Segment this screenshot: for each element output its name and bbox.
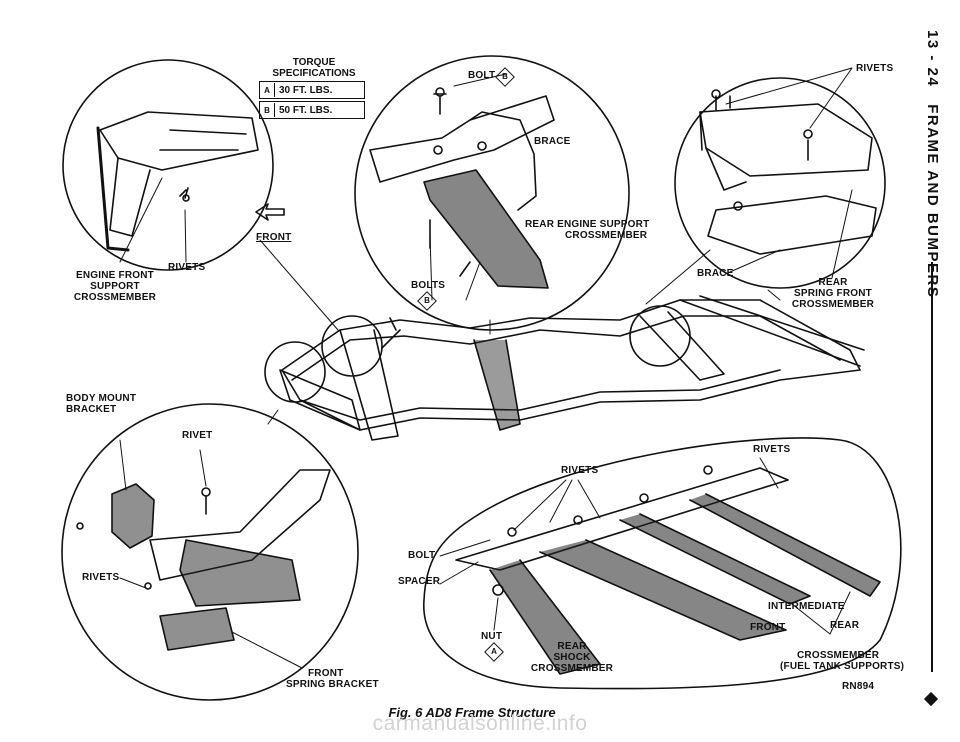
label-crossmember-fuel-1: CROSSMEMBER — [797, 650, 880, 661]
label-ref-code: RN894 — [842, 681, 875, 692]
label-rear-spring-1: REAR — [818, 277, 848, 288]
torque-row-a: A 30 FT. LBS. — [259, 81, 365, 99]
label-rear-lower: REAR — [830, 620, 860, 631]
chapter-title: FRAME AND BUMPERS — [924, 104, 941, 299]
end-diamond-icon — [923, 691, 939, 707]
label-engine-front-2: SUPPORT — [90, 281, 140, 292]
label-rivets-top-left: RIVETS — [168, 262, 206, 273]
label-body-mount-2: BRACKET — [66, 404, 117, 415]
front-direction-arrow — [255, 203, 285, 221]
label-rear-engine-support-2: CROSSMEMBER — [565, 230, 648, 241]
label-spacer: SPACER — [398, 576, 441, 587]
label-front-lower: FRONT — [750, 622, 786, 633]
figure-caption: Fig. 6 AD8 Frame Structure — [388, 705, 556, 720]
label-rear-spring-3: CROSSMEMBER — [791, 299, 875, 310]
header-rule — [931, 262, 933, 672]
label-rear-engine-support-1: REAR ENGINE SUPPORT — [525, 219, 650, 230]
label-bolt-lower: BOLT — [408, 550, 436, 561]
label-bolt-top: BOLT — [468, 70, 496, 81]
torque-row-b: B 50 FT. LBS. — [259, 101, 365, 119]
label-intermediate: INTERMEDIATE — [768, 601, 845, 612]
label-body-mount-1: BODY MOUNT — [66, 393, 137, 404]
label-engine-front-3: CROSSMEMBER — [73, 292, 157, 303]
torque-title-line2: SPECIFICATIONS — [272, 68, 356, 79]
label-rivets-left: RIVETS — [82, 572, 120, 583]
detail-rear-crossmembers — [423, 437, 902, 690]
label-rivet: RIVET — [182, 430, 213, 441]
label-rear-shock-3: CROSSMEMBER — [530, 663, 614, 674]
watermark: carmanualsonline.info — [372, 712, 588, 735]
label-front: FRONT — [256, 232, 292, 243]
torque-value-b: 50 FT. LBS. — [279, 104, 333, 116]
label-rivets-right: RIVETS — [753, 444, 791, 455]
torque-badge-a: A — [260, 83, 275, 97]
detail-rear-spring-crossmember — [674, 67, 886, 289]
label-rear-shock-2: SHOCK — [553, 652, 591, 663]
label-engine-front-1: ENGINE FRONT — [76, 270, 154, 281]
label-crossmember-fuel-2: (FUEL TANK SUPPORTS) — [780, 661, 905, 672]
label-front-spring-1: FRONT — [308, 668, 344, 679]
label-brace-right: BRACE — [697, 268, 734, 279]
label-front-spring-2: SPRING BRACKET — [286, 679, 379, 690]
label-brace-top: BRACE — [534, 136, 571, 147]
label-rivets-top-right: RIVETS — [856, 63, 894, 74]
label-nut: NUT — [481, 631, 503, 642]
section-title: 13 - 24 FRAME AND BUMPERS — [924, 30, 941, 298]
torque-value-a: 30 FT. LBS. — [279, 84, 333, 96]
detail-engine-front-support — [62, 59, 274, 271]
label-rear-spring-2: SPRING FRONT — [794, 288, 872, 299]
torque-badge-b: B — [260, 103, 275, 117]
main-frame — [259, 239, 865, 441]
label-rear-shock-1: REAR — [557, 641, 587, 652]
label-bolts: BOLTS — [411, 280, 446, 291]
page-header: 13 - 24 FRAME AND BUMPERS — [916, 0, 954, 742]
detail-rear-engine-support — [354, 55, 630, 331]
page-number: 13 - 24 — [924, 30, 941, 88]
torque-title-line1: TORQUE — [292, 57, 336, 68]
torque-specifications: TORQUE SPECIFICATIONS A 30 FT. LBS. B 50… — [259, 57, 369, 119]
label-rivets-mid: RIVETS — [561, 465, 599, 476]
detail-body-mount-bracket — [61, 403, 359, 701]
